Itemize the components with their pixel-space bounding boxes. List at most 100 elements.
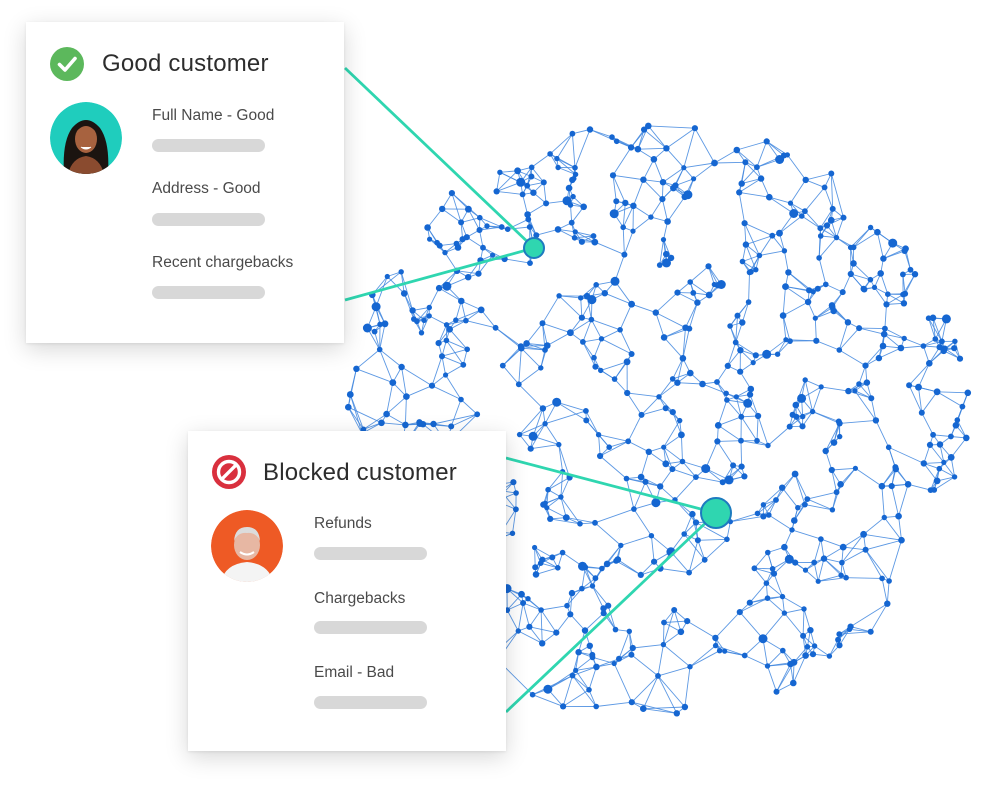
- network-node: [684, 618, 691, 625]
- network-node: [817, 233, 824, 239]
- network-edge: [759, 235, 773, 256]
- network-edge: [522, 602, 542, 611]
- network-node: [724, 397, 730, 403]
- network-edge: [347, 406, 363, 434]
- network-node: [484, 223, 490, 229]
- network-node: [867, 276, 874, 283]
- network-edge: [842, 273, 852, 293]
- network-node: [738, 437, 744, 444]
- network-edge: [805, 179, 825, 188]
- network-edge: [685, 302, 698, 328]
- network-node: [504, 226, 511, 232]
- network-node: [845, 387, 852, 395]
- network-node: [901, 247, 908, 254]
- network-node: [878, 482, 886, 490]
- network-node: [384, 273, 390, 280]
- network-node: [540, 179, 547, 186]
- network-edge: [650, 535, 655, 562]
- network-edge: [735, 322, 743, 343]
- network-edge: [682, 328, 690, 359]
- network-edge: [444, 252, 458, 272]
- network-edge: [908, 362, 930, 386]
- network-node: [674, 379, 681, 386]
- network-edge: [818, 257, 827, 285]
- network-edge: [858, 365, 866, 385]
- network-edge: [757, 415, 769, 446]
- network-edge: [694, 127, 715, 164]
- network-node: [705, 291, 713, 299]
- network-node: [436, 242, 443, 249]
- network-edge: [738, 178, 762, 193]
- network-node: [648, 533, 655, 539]
- network-node: [600, 605, 607, 612]
- network-node: [416, 419, 423, 426]
- network-node: [515, 628, 521, 634]
- network-edge: [683, 128, 696, 168]
- network-node: [538, 607, 544, 613]
- network-node: [463, 234, 470, 241]
- network-edge: [540, 609, 557, 633]
- network-edge: [802, 608, 805, 636]
- network-edge: [839, 629, 850, 646]
- network-node: [804, 298, 812, 306]
- network-node: [901, 335, 907, 342]
- network-node: [663, 250, 670, 258]
- network-node: [578, 561, 587, 571]
- network-node: [764, 663, 771, 669]
- network-node: [398, 269, 404, 275]
- network-edge: [659, 468, 673, 487]
- network-node: [712, 642, 719, 649]
- network-edge: [661, 198, 669, 222]
- network-node: [346, 391, 354, 398]
- network-node: [791, 470, 799, 478]
- network-edge: [850, 603, 888, 627]
- network-edge: [763, 499, 777, 517]
- network-edge: [782, 286, 786, 316]
- network-node: [742, 241, 750, 248]
- network-node: [556, 441, 562, 448]
- network-edge: [670, 551, 690, 573]
- network-edge: [614, 254, 625, 282]
- network-node: [529, 691, 536, 698]
- network-node: [610, 276, 620, 286]
- good-card-title: Good customer: [102, 50, 269, 77]
- network-edge: [591, 319, 602, 340]
- network-edge: [607, 605, 616, 630]
- network-edge: [956, 419, 967, 439]
- network-node: [628, 300, 635, 308]
- network-edge: [643, 706, 685, 710]
- network-edge: [449, 329, 468, 350]
- network-node: [464, 346, 471, 353]
- network-edge: [805, 569, 819, 582]
- network-node: [679, 458, 686, 465]
- network-node: [524, 211, 531, 218]
- network-node: [458, 297, 465, 305]
- network-node: [564, 602, 570, 609]
- network-edge: [626, 478, 635, 510]
- network-node: [524, 182, 531, 189]
- network-edge: [522, 194, 529, 215]
- network-edge: [767, 665, 777, 692]
- network-node: [756, 252, 763, 259]
- network-edge: [739, 191, 770, 198]
- network-node: [850, 260, 857, 267]
- network-edge: [571, 133, 576, 168]
- network-edge: [804, 504, 833, 511]
- network-edge: [932, 317, 943, 342]
- network-edge: [673, 609, 682, 632]
- network-edge: [843, 546, 866, 551]
- network-node: [741, 652, 748, 659]
- network-edge: [740, 416, 758, 441]
- network-edge: [768, 514, 793, 531]
- network-edge: [821, 386, 849, 392]
- network-edge: [441, 356, 447, 376]
- network-edge: [727, 342, 737, 367]
- network-node: [904, 481, 912, 488]
- network-edge: [460, 300, 467, 321]
- network-node: [513, 506, 519, 513]
- network-edge: [829, 639, 839, 657]
- network-edge: [584, 612, 604, 631]
- network-node: [562, 514, 570, 521]
- network-node: [638, 411, 645, 418]
- network-edge: [660, 568, 690, 574]
